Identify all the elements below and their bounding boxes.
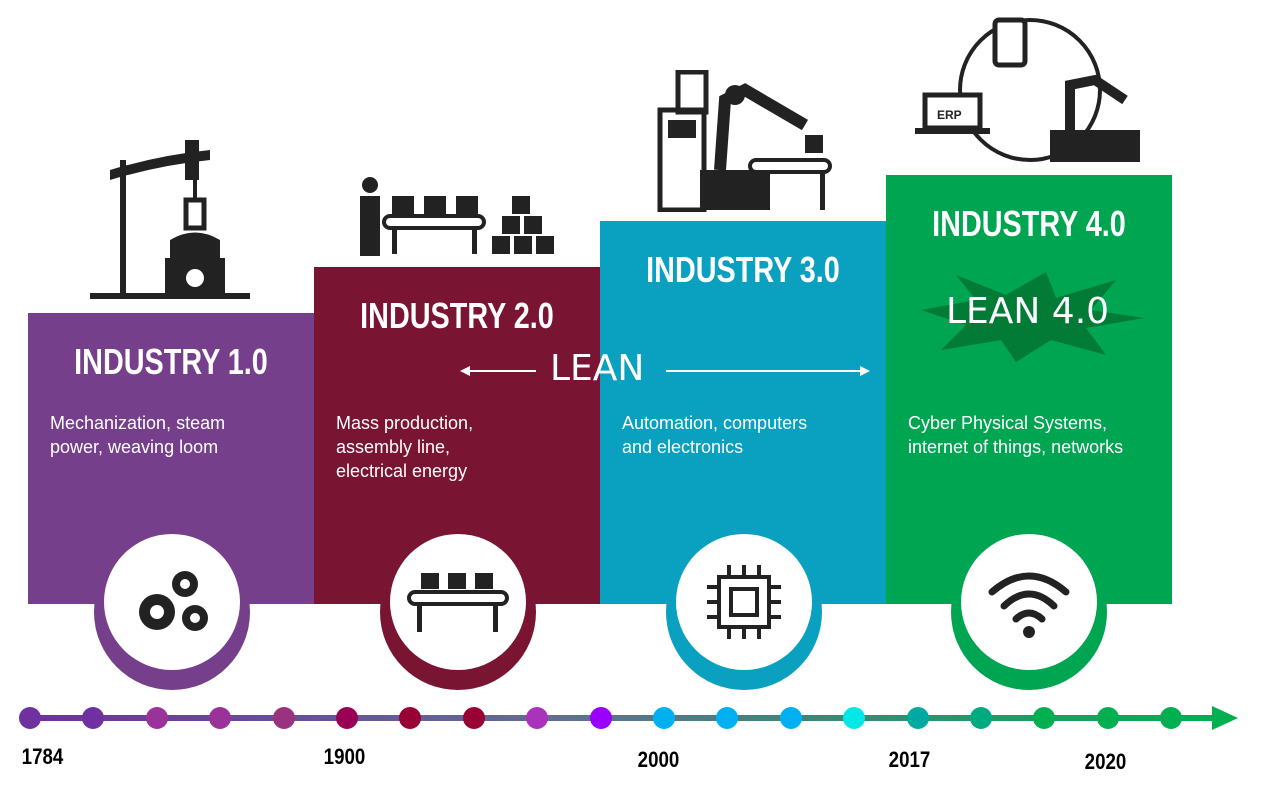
timeline-dot <box>779 707 802 729</box>
timeline-dot <box>1160 707 1183 729</box>
chip-icon <box>707 565 781 639</box>
lean-label: LEAN <box>550 348 645 389</box>
stage-title: INDUSTRY 2.0 <box>360 295 554 336</box>
stage-title: INDUSTRY 1.0 <box>74 341 268 382</box>
lean-range-arrow <box>460 366 870 376</box>
starburst-shape <box>921 272 1144 362</box>
year-label: 2020 <box>1084 749 1127 774</box>
erp-label: ERP <box>937 108 962 122</box>
year-label: 2000 <box>637 747 680 772</box>
timeline-dot <box>209 707 232 729</box>
stage-description: Cyber Physical Systems, internet of thin… <box>908 413 1124 457</box>
timeline-dot <box>399 707 422 729</box>
stage-title: INDUSTRY 3.0 <box>646 249 840 290</box>
robot-arm-illustration <box>657 70 832 212</box>
iot-network-illustration: ERP <box>915 17 1140 162</box>
timeline-dot <box>272 707 295 729</box>
timeline-dot <box>82 707 105 729</box>
year-label: 1784 <box>21 744 64 769</box>
stage-2-badge <box>380 534 536 690</box>
gears-icon <box>139 571 208 631</box>
timeline-dot <box>716 707 739 729</box>
stage-industry-3: INDUSTRY 3.0 Automation, computers and e… <box>600 221 886 604</box>
timeline-dot <box>906 707 929 729</box>
timeline-dot <box>843 707 866 729</box>
timeline-dot <box>589 707 612 729</box>
assembly-line-illustration <box>360 177 554 256</box>
timeline-axis <box>30 706 1238 730</box>
timeline-dot <box>653 707 675 729</box>
year-label: 1900 <box>323 744 366 769</box>
lean-4-label: LEAN 4.0 <box>946 291 1110 332</box>
stage-description: Mass production, assembly line, electric… <box>336 413 474 481</box>
timeline-dot <box>1096 707 1119 729</box>
wifi-icon <box>988 572 1070 638</box>
stage-industry-4: INDUSTRY 4.0 Cyber Physical Systems, int… <box>886 175 1172 604</box>
year-label: 2017 <box>888 747 931 772</box>
timeline-dot <box>970 707 992 729</box>
steam-pump-illustration <box>90 140 250 299</box>
timeline-dot <box>1033 707 1056 729</box>
timeline-dot <box>462 707 485 729</box>
stage-description: Mechanization, steam power, weaving loom <box>50 413 226 457</box>
timeline-arrowhead <box>1212 706 1238 730</box>
stage-description: Automation, computers and electronics <box>622 413 808 457</box>
conveyor-icon <box>407 573 509 632</box>
stage-1-badge <box>94 534 250 690</box>
stage-title: INDUSTRY 4.0 <box>932 203 1126 244</box>
timeline-dot <box>336 707 358 729</box>
timeline-dot <box>19 707 41 729</box>
stage-4-badge <box>951 534 1107 690</box>
stage-3-badge <box>666 534 822 690</box>
timeline-dot <box>526 707 549 729</box>
timeline-dot <box>145 707 168 729</box>
